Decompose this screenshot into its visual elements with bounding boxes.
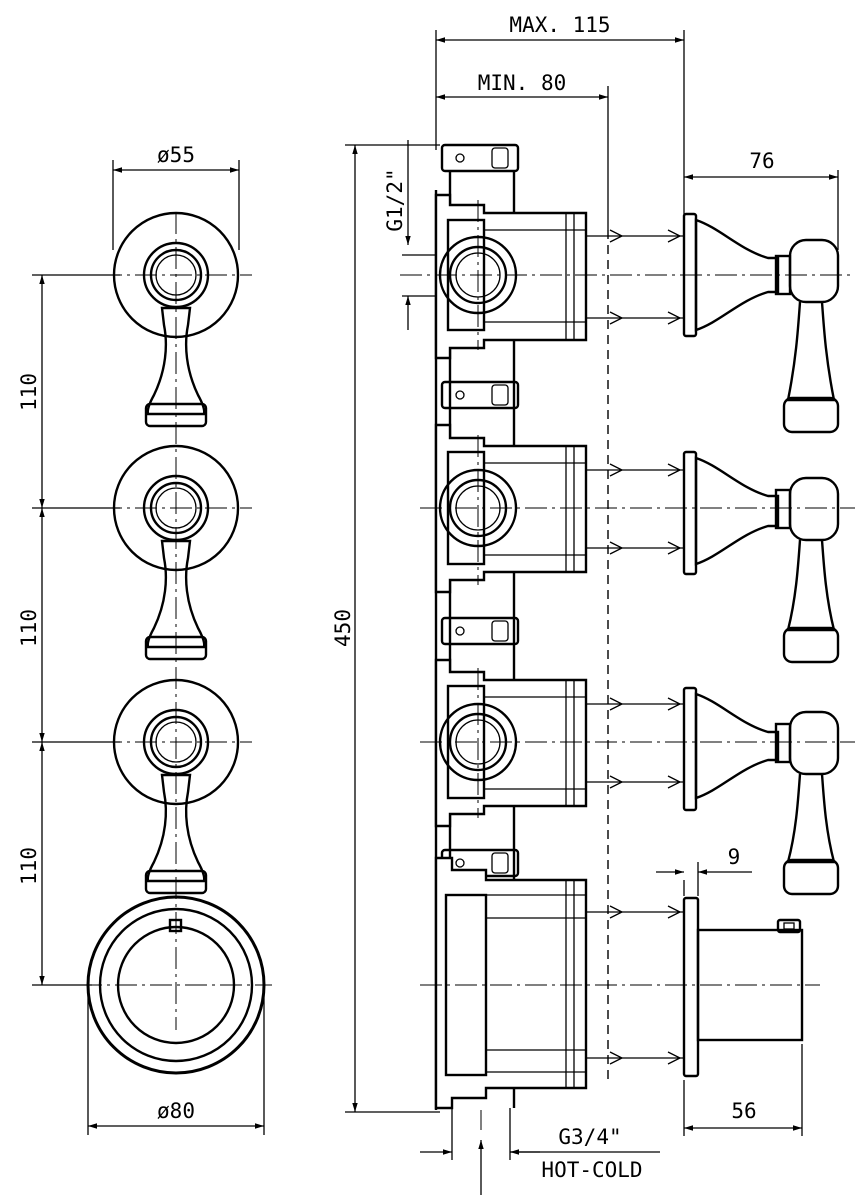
spacing-label-3: 110 [17,847,41,885]
thermo-depth-label: 56 [731,1099,756,1123]
rosette-diameter-label: ø55 [157,143,195,167]
plate-thickness-label: 9 [728,845,741,869]
spacing-label-2: 110 [17,609,41,647]
side-handle-3 [682,686,840,896]
side-thermostat [682,896,804,1078]
extension-spindles [586,229,684,1065]
outlet-thread-label: G3/4" [558,1125,621,1149]
thermo-diameter-label: ø80 [157,1099,195,1123]
handle-projection-label: 76 [749,149,774,173]
side-handle-2 [682,450,840,664]
total-height-label: 450 [331,609,355,647]
front-view: ø55 ø80 110 110 110 [17,143,272,1135]
min-depth-label: MIN. 80 [478,71,567,95]
spacing-label-1: 110 [17,373,41,411]
valve-body [434,143,588,1110]
inlet-thread-label: G1/2" [383,168,407,231]
supply-label: HOT-COLD [541,1158,642,1182]
side-handle-1 [682,212,840,434]
side-view: MAX. 115 MIN. 80 76 450 G1/2" [331,13,855,1195]
max-depth-label: MAX. 115 [509,13,610,37]
front-valve-3 [100,678,252,895]
